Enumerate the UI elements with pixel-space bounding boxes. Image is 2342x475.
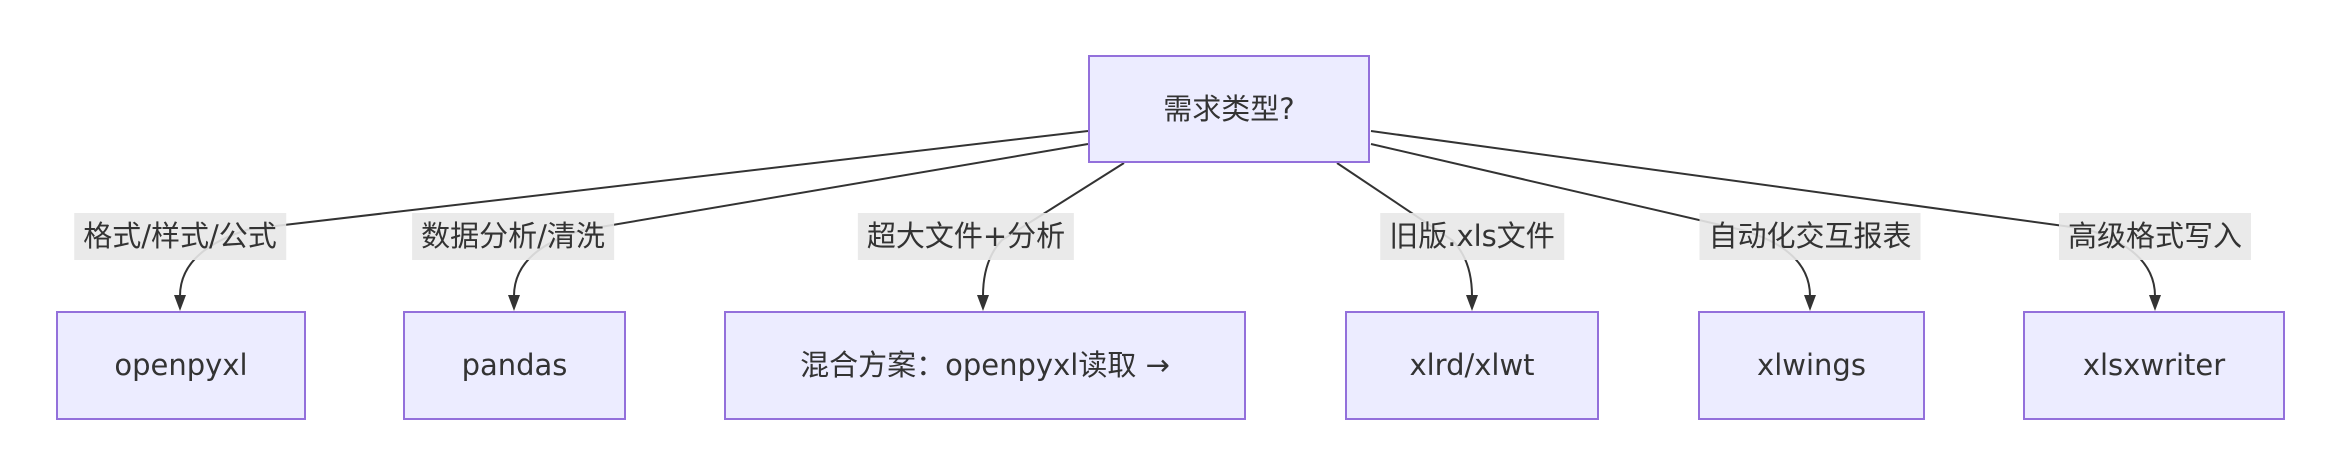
node-label: 混合方案：openpyxl读取 → [800,348,1170,383]
edge-label-automation-interactive-report: 自动化交互报表 [1699,213,1921,260]
node-root-question: 需求类型? [1088,55,1370,163]
node-xlwings: xlwings [1698,311,1925,420]
edge-label-text: 旧版.xls文件 [1389,219,1555,253]
node-label: xlwings [1757,348,1866,383]
edge-label-text: 超大文件+分析 [866,219,1066,253]
edge-label-huge-file-analysis: 超大文件+分析 [857,213,1075,260]
node-label: pandas [461,348,568,383]
edge-label-data-analysis-cleaning: 数据分析/清洗 [412,213,614,260]
edge-label-format-style-formula: 格式/样式/公式 [74,213,286,260]
edge-label-legacy-xls: 旧版.xls文件 [1380,213,1564,260]
edge-label-advanced-format-writing: 高级格式写入 [2058,213,2252,260]
node-label: openpyxl [114,348,248,383]
node-label: xlrd/xlwt [1409,348,1535,383]
node-openpyxl: openpyxl [56,311,306,420]
node-root-label: 需求类型? [1163,91,1295,126]
node-label: xlsxwriter [2082,348,2226,383]
node-hybrid-solution: 混合方案：openpyxl读取 → [724,311,1246,420]
node-pandas: pandas [403,311,626,420]
node-xlrd-xlwt: xlrd/xlwt [1345,311,1599,420]
edge-label-text: 自动化交互报表 [1708,219,1912,253]
edge-label-text: 格式/样式/公式 [83,219,277,253]
edge-label-text: 高级格式写入 [2067,219,2243,253]
node-xlsxwriter: xlsxwriter [2023,311,2285,420]
edge-label-text: 数据分析/清洗 [421,219,605,253]
